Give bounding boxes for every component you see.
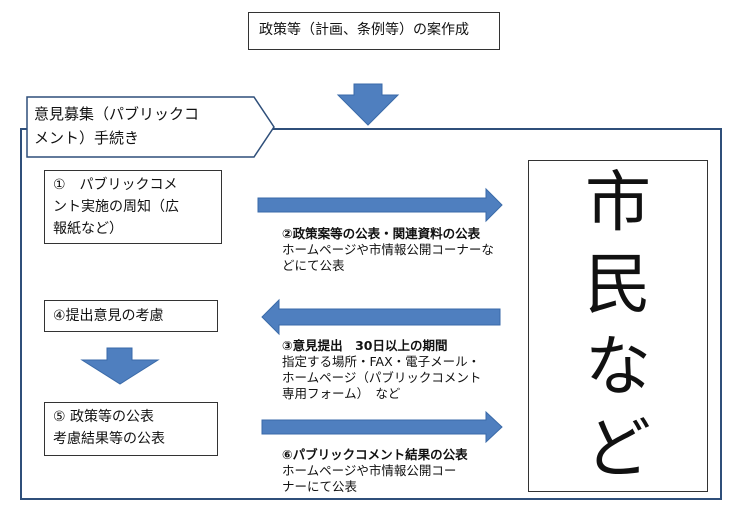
down-arrow-top <box>336 83 400 126</box>
step5-line: ⑤ 政策等の公表 <box>53 409 155 425</box>
step4-text: ④提出意見の考慮 <box>53 308 164 324</box>
step3-line: 指定する場所・FAX・電子メール・ <box>282 354 481 369</box>
step2-line: どにて公表 <box>282 258 345 273</box>
policy-draft-text: 政策等（計画、条例等）の案作成 <box>259 22 469 38</box>
procedure-frame <box>20 128 722 500</box>
step1-line: 報紙など） <box>53 221 123 237</box>
left-arrow-3 <box>261 298 501 336</box>
step1-line: ント実施の周知（広 <box>53 199 179 215</box>
procedure-title-tab <box>26 96 275 158</box>
step2-heading: ②政策案等の公表・関連資料の公表 <box>282 226 481 241</box>
step3-line: ホームページ（パブリックコメント <box>282 370 482 385</box>
step2-label: ②政策案等の公表・関連資料の公表 ホームページや市情報公開コーナーな どにて公表 <box>282 226 494 274</box>
down-arrow-middle <box>80 347 160 385</box>
step6-line: ホームページや市情報公開コー <box>282 463 457 478</box>
citizens-char: ど <box>585 410 651 487</box>
step3-line: 専用フォーム） など <box>282 386 401 401</box>
citizens-char: 民 <box>585 246 651 323</box>
step5-box: ⑤ 政策等の公表 考慮結果等の公表 <box>44 402 218 456</box>
citizens-box: 市 民 な ど <box>528 160 708 492</box>
step6-label: ⑥パブリックコメント結果の公表 ホームページや市情報公開コー ナーにて公表 <box>282 447 468 495</box>
step3-label: ③意見提出 30日以上の期間 指定する場所・FAX・電子メール・ ホームページ（… <box>282 338 481 402</box>
step1-line: ① パブリックコメ <box>53 177 178 193</box>
step4-box: ④提出意見の考慮 <box>44 300 218 332</box>
citizens-char: な <box>585 328 651 405</box>
policy-draft-box: 政策等（計画、条例等）の案作成 <box>248 12 500 50</box>
step6-line: ナーにて公表 <box>282 479 358 494</box>
right-arrow-1 <box>257 187 503 223</box>
right-arrow-6 <box>261 410 503 444</box>
procedure-title-text: 意見募集（パブリックコ メント）手続き <box>34 105 200 147</box>
step6-heading: ⑥パブリックコメント結果の公表 <box>282 447 468 462</box>
citizens-char: 市 <box>585 164 651 241</box>
step3-heading: ③意見提出 30日以上の期間 <box>282 338 448 353</box>
step1-box: ① パブリックコメ ント実施の周知（広 報紙など） <box>44 170 222 244</box>
step2-line: ホームページや市情報公開コーナーな <box>282 242 494 257</box>
step5-line: 考慮結果等の公表 <box>53 431 165 447</box>
